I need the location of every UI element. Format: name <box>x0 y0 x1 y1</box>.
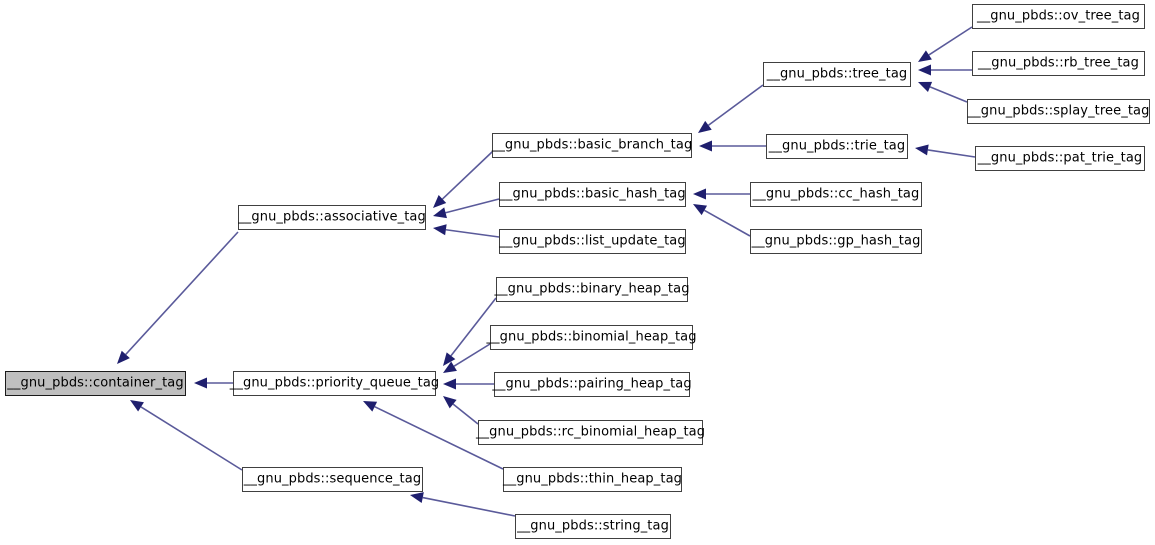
inheritance-edge <box>363 401 504 470</box>
class-node-tree_tag[interactable]: __gnu_pbds::tree_tag <box>763 62 911 87</box>
class-node-label: __gnu_pbds::associative_tag <box>238 209 426 225</box>
edge-line <box>441 151 493 200</box>
edge-line <box>453 343 491 367</box>
inheritance-edge <box>918 26 973 62</box>
class-node-list_update_tag[interactable]: __gnu_pbds::list_update_tag <box>499 229 686 254</box>
class-node-label: __gnu_pbds::cc_hash_tag <box>752 186 920 202</box>
class-node-gp_hash_tag[interactable]: __gnu_pbds::gp_hash_tag <box>750 229 922 254</box>
class-node-label: __gnu_pbds::binary_heap_tag <box>494 281 690 297</box>
class-node-basic_branch_tag[interactable]: __gnu_pbds::basic_branch_tag <box>492 133 692 158</box>
edge-line <box>927 149 976 158</box>
edge-arrowhead <box>363 401 378 412</box>
class-node-label: __gnu_pbds::priority_queue_tag <box>229 375 440 391</box>
inheritance-edge <box>130 400 243 471</box>
inheritance-edge <box>693 204 751 237</box>
class-node-pat_trie_tag[interactable]: __gnu_pbds::pat_trie_tag <box>975 146 1145 171</box>
edge-arrowhead <box>918 64 931 76</box>
edge-arrowhead <box>693 188 706 200</box>
class-node-label: __gnu_pbds::tree_tag <box>766 66 908 82</box>
class-node-label: __gnu_pbds::basic_hash_tag <box>499 186 686 202</box>
class-node-rb_tree_tag[interactable]: __gnu_pbds::rb_tree_tag <box>972 51 1145 76</box>
edge-line <box>707 84 764 126</box>
inheritance-edge <box>433 224 500 238</box>
class-node-trie_tag[interactable]: __gnu_pbds::trie_tag <box>766 134 908 159</box>
inheritance-edge <box>915 144 976 158</box>
edge-line <box>452 403 479 425</box>
inheritance-edge <box>698 84 764 133</box>
class-node-label: __gnu_pbds::pairing_heap_tag <box>492 376 692 392</box>
edge-line <box>445 228 500 238</box>
class-node-sequence_tag[interactable]: __gnu_pbds::sequence_tag <box>242 467 423 492</box>
edge-line <box>125 231 239 355</box>
edge-arrowhead <box>443 396 457 409</box>
class-node-container_tag[interactable]: __gnu_pbds::container_tag <box>5 371 186 396</box>
edge-line <box>140 406 243 471</box>
class-node-priority_queue_tag[interactable]: __gnu_pbds::priority_queue_tag <box>229 371 440 396</box>
edge-line <box>703 209 751 237</box>
class-node-label: __gnu_pbds::ov_tree_tag <box>977 8 1140 24</box>
class-node-label: __gnu_pbds::trie_tag <box>768 138 906 154</box>
inheritance-edge <box>699 140 766 152</box>
edge-line <box>928 26 973 56</box>
edge-arrowhead <box>443 361 457 373</box>
class-node-cc_hash_tag[interactable]: __gnu_pbds::cc_hash_tag <box>750 182 922 207</box>
inheritance-edge <box>693 188 750 200</box>
edge-arrowhead <box>194 377 207 389</box>
edge-line <box>422 496 516 517</box>
edge-arrowhead <box>433 224 447 236</box>
class-node-label: __gnu_pbds::rc_binomial_heap_tag <box>475 424 706 440</box>
edge-arrowhead <box>698 120 712 133</box>
class-node-pairing_heap_tag[interactable]: __gnu_pbds::pairing_heap_tag <box>492 372 692 397</box>
edge-arrowhead <box>699 140 712 152</box>
class-node-ov_tree_tag[interactable]: __gnu_pbds::ov_tree_tag <box>972 4 1145 29</box>
class-node-binomial_heap_tag[interactable]: __gnu_pbds::binomial_heap_tag <box>486 325 696 350</box>
class-node-label: __gnu_pbds::list_update_tag <box>499 233 686 249</box>
class-node-label: __gnu_pbds::container_tag <box>7 375 184 391</box>
edge-arrowhead <box>410 492 424 503</box>
edge-arrowhead <box>130 400 144 412</box>
edge-arrowhead <box>443 378 456 390</box>
class-node-thin_heap_tag[interactable]: __gnu_pbds::thin_heap_tag <box>503 467 682 492</box>
inheritance-edge <box>410 492 516 517</box>
inheritance-edge <box>443 297 497 366</box>
class-node-basic_hash_tag[interactable]: __gnu_pbds::basic_hash_tag <box>499 182 686 207</box>
edge-line <box>450 297 497 357</box>
edge-line <box>445 198 500 214</box>
class-node-label: __gnu_pbds::rb_tree_tag <box>978 55 1139 71</box>
class-node-label: __gnu_pbds::thin_heap_tag <box>503 471 682 487</box>
inheritance-edge <box>117 231 239 364</box>
edge-line <box>374 405 504 470</box>
class-node-splay_tree_tag[interactable]: __gnu_pbds::splay_tree_tag <box>967 99 1150 124</box>
edge-arrowhead <box>433 195 447 208</box>
inheritance-edge <box>443 378 494 390</box>
edge-arrowhead <box>433 207 447 219</box>
edge-arrowhead <box>918 50 932 62</box>
class-node-label: __gnu_pbds::string_tag <box>517 518 669 534</box>
class-node-label: __gnu_pbds::splay_tree_tag <box>967 103 1150 119</box>
inheritance-edge <box>433 151 493 208</box>
inheritance-edge <box>918 64 972 76</box>
class-node-label: __gnu_pbds::pat_trie_tag <box>977 150 1143 166</box>
inheritance-edge <box>443 396 479 425</box>
inheritance-edge <box>194 377 233 389</box>
class-node-label: __gnu_pbds::basic_branch_tag <box>491 137 693 153</box>
inheritance-edge <box>443 343 491 373</box>
inheritance-edge <box>918 81 968 103</box>
class-node-label: __gnu_pbds::binomial_heap_tag <box>486 329 697 345</box>
edge-line <box>929 86 968 103</box>
class-node-associative_tag[interactable]: __gnu_pbds::associative_tag <box>238 205 426 230</box>
edge-arrowhead <box>918 81 933 93</box>
class-node-string_tag[interactable]: __gnu_pbds::string_tag <box>515 514 671 539</box>
class-node-label: __gnu_pbds::gp_hash_tag <box>751 233 921 249</box>
edge-arrowhead <box>693 204 708 216</box>
class-node-rc_binomial_heap_tag[interactable]: __gnu_pbds::rc_binomial_heap_tag <box>475 420 706 445</box>
edge-arrowhead <box>443 352 456 366</box>
class-node-label: __gnu_pbds::sequence_tag <box>243 471 422 487</box>
edge-arrowhead <box>915 144 929 156</box>
inheritance-edge <box>433 198 500 219</box>
class-node-binary_heap_tag[interactable]: __gnu_pbds::binary_heap_tag <box>494 277 690 302</box>
edge-arrowhead <box>117 350 130 364</box>
